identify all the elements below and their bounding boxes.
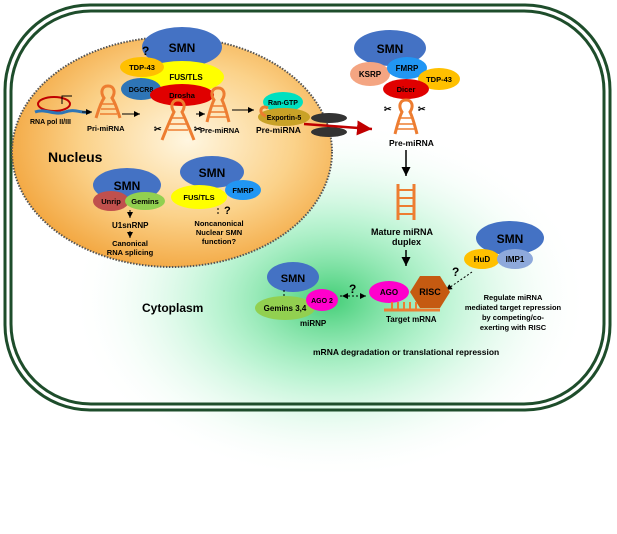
pre-mirna-label-export: Pre-miRNA <box>256 125 301 135</box>
dicer-bubble <box>383 79 429 99</box>
gemins34-bubble <box>255 296 315 320</box>
smn-bubble-6 <box>267 262 319 292</box>
unrip-label: Unrip <box>101 197 121 206</box>
unrip-bubble <box>93 191 129 211</box>
mrna-fate-label: mRNA degradation or translational repres… <box>313 347 499 357</box>
smn-label-6: SMN <box>281 273 306 285</box>
fmrp-bubble-4 <box>225 180 261 200</box>
fus-bubble-2 <box>171 185 227 209</box>
pri-mirna-hairpin <box>94 84 122 119</box>
noncanonical-label-2: Nuclear SMN <box>196 228 242 237</box>
mature-duplex-ladder <box>396 184 416 220</box>
hud-bubble <box>464 249 500 269</box>
gemins-label: Gemins <box>131 197 159 206</box>
dashed-arrow-hud-to-risc <box>445 271 473 291</box>
ran-gtp-bubble <box>263 92 303 112</box>
smn-bubble-5 <box>476 221 544 255</box>
question-2: ? <box>224 205 231 217</box>
scissors-icon-3: ✂ <box>384 104 392 114</box>
processing-hairpin <box>160 98 196 141</box>
scissors-icon-4: ✂ <box>418 104 426 114</box>
scissors-icon-2: ✂ <box>194 124 202 134</box>
regulate-label-1: Regulate miRNA <box>484 293 543 302</box>
mirnp-label: miRNP <box>300 319 327 328</box>
gemins34-label: Gemins 3,4 <box>264 304 307 313</box>
nucleus-label: Nucleus <box>48 149 103 165</box>
dgcr8-label: DGCR8 <box>129 87 154 94</box>
cell-membrane-outer <box>3 3 612 412</box>
exportin5-label: Exportin-5 <box>267 115 302 122</box>
ago-label: AGO <box>380 288 398 297</box>
ago2-label: AGO 2 <box>311 298 333 305</box>
fus-label-2: FUS/TLS <box>183 193 214 202</box>
ksrp-label: KSRP <box>359 70 382 79</box>
imp1-bubble <box>497 249 533 269</box>
drosha-bubble <box>150 84 214 106</box>
canonical-label-2: RNA splicing <box>107 248 154 257</box>
export-mirna-loop <box>259 105 269 118</box>
pre-mirna-hairpin-cytoplasm <box>393 98 419 135</box>
dicer-label: Dicer <box>397 85 416 94</box>
ago-bubble <box>369 281 409 303</box>
u1snrnp-label: U1snRNP <box>112 221 149 230</box>
ksrp-bubble <box>350 62 390 86</box>
regulate-label-4: exerting with RISC <box>480 323 547 332</box>
ago2-bubble <box>306 289 338 311</box>
noncanonical-label-3: function? <box>202 237 237 246</box>
tdp43-bubble-2 <box>418 68 460 90</box>
ran-gtp-label: Ran-GTP <box>268 100 298 107</box>
nuclear-pore-top <box>311 113 347 123</box>
target-mrna-label: Target mRNA <box>386 315 437 324</box>
drosha-label: Drosha <box>169 91 196 100</box>
pri-mirna-label: Pri-miRNA <box>87 124 125 133</box>
question-1: ? <box>142 44 149 58</box>
smn-bubble-4 <box>180 156 244 188</box>
tdp43-bubble-1 <box>120 57 164 77</box>
target-mrna-strand <box>384 302 440 312</box>
smn-bubble-2 <box>354 30 426 66</box>
risc-hexagon <box>410 276 450 308</box>
fmrp-bubble-2 <box>387 57 427 79</box>
exportin5-bubble <box>258 108 310 126</box>
fmrp-label-2: FMRP <box>396 64 419 73</box>
question-4: ? <box>349 282 356 296</box>
question-3: ? <box>452 265 459 279</box>
smn-label-2: SMN <box>377 42 404 56</box>
pre-mirna-hairpin-nucleus <box>205 86 231 123</box>
mature-label-2: duplex <box>392 237 421 247</box>
fus-label-1: FUS/TLS <box>169 73 203 82</box>
tdp43-label-1: TDP-43 <box>129 63 155 72</box>
risc-label: RISC <box>419 287 441 297</box>
cell-membrane-inner <box>9 9 606 406</box>
pre-mirna-label-nucleus: Pre-miRNA <box>200 126 240 135</box>
mature-label-1: Mature miRNA <box>371 227 434 237</box>
scissors-icon-1: ✂ <box>154 124 162 134</box>
fmrp-label-4: FMRP <box>232 186 253 195</box>
pre-mirna-label-cytoplasm: Pre-miRNA <box>389 138 434 148</box>
regulate-label-2: mediated target repression <box>465 303 562 312</box>
nuclear-pore-bottom <box>311 127 347 137</box>
smn-label-4: SMN <box>199 166 226 180</box>
regulate-label-3: by competing/co- <box>482 313 545 322</box>
smn-label-1: SMN <box>169 41 196 55</box>
rna-pol-label: RNA pol II/III <box>30 119 71 126</box>
tdp43-label-2: TDP-43 <box>426 75 452 84</box>
smn-label-3: SMN <box>114 179 141 193</box>
noncanonical-label-1: Noncanonical <box>194 219 243 228</box>
smn-label-5: SMN <box>497 232 524 246</box>
hud-label: HuD <box>474 255 491 264</box>
canonical-label-1: Canonical <box>112 239 148 248</box>
gemins-bubble <box>125 192 165 210</box>
smn-bubble-1 <box>142 27 222 67</box>
imp1-label: IMP1 <box>506 255 525 264</box>
arrow-export-to-cytoplasm <box>303 120 373 136</box>
cytoplasm-label: Cytoplasm <box>142 301 203 315</box>
